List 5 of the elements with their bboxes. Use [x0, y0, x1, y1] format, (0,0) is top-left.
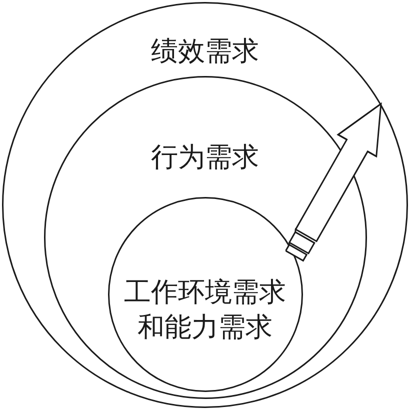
circle: [108, 197, 302, 392]
label: 工作环境需求和能力需求: [123, 276, 287, 344]
circle: [44, 76, 366, 399]
label: 行为需求: [151, 141, 259, 175]
label: 绩效需求: [151, 35, 259, 69]
